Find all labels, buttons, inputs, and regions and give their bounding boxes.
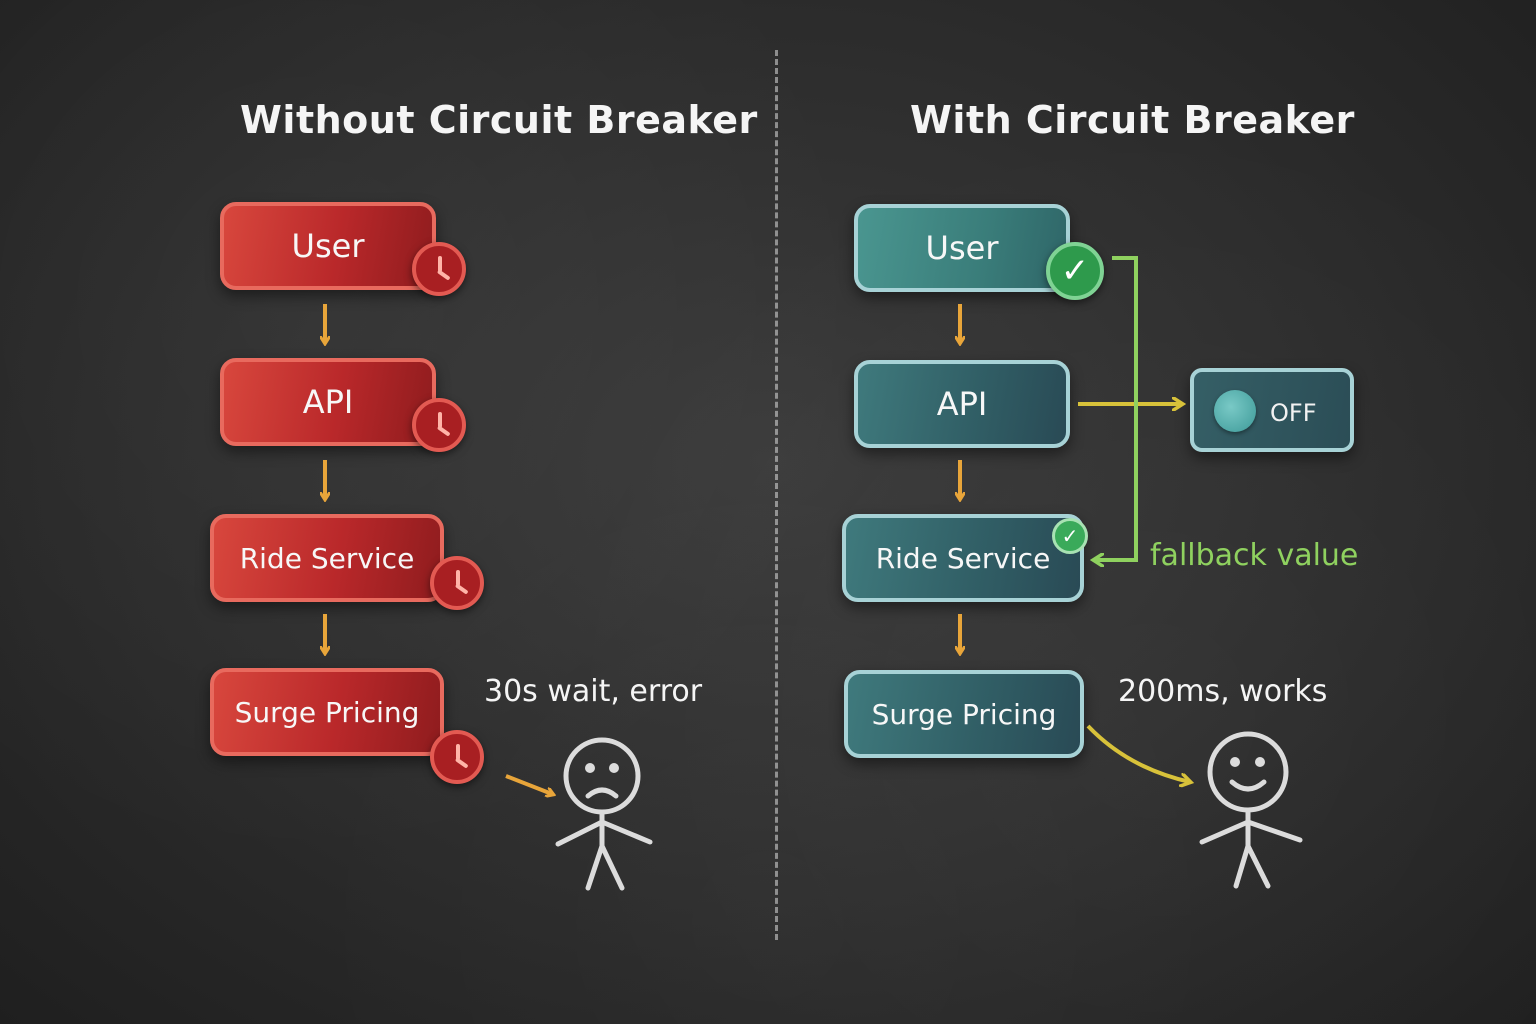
right-box-user-label: User — [925, 229, 999, 267]
right-arrow-to-user — [1086, 724, 1190, 782]
left-arrow-to-user — [505, 774, 552, 794]
right-box-ride-service-label: Ride Service — [875, 541, 1051, 575]
toggle-switch-icon — [1214, 390, 1256, 432]
left-box-surge-pricing-label: Surge Pricing — [234, 695, 420, 729]
panel-divider — [775, 50, 778, 940]
left-box-ride-service: Ride Service — [210, 514, 444, 602]
right-panel-title: With Circuit Breaker — [910, 98, 1355, 142]
right-box-surge-pricing-label: Surge Pricing — [871, 697, 1057, 731]
left-box-user-label: User — [291, 227, 365, 265]
clock-icon — [412, 242, 466, 296]
right-result-note: 200ms, works — [1118, 674, 1328, 709]
check-icon: ✓ — [1046, 242, 1104, 300]
fallback-bracket-arrow — [1094, 256, 1138, 560]
left-box-ride-service-label: Ride Service — [239, 541, 415, 575]
happy-stick-figure-icon — [1199, 731, 1303, 889]
switch-off-label: OFF — [1270, 399, 1317, 427]
left-box-user: User — [220, 202, 436, 290]
sad-stick-figure-icon — [555, 737, 653, 891]
check-icon: ✓ — [1052, 518, 1088, 554]
right-box-user: User — [854, 204, 1070, 292]
right-box-ride-service: Ride Service — [842, 514, 1084, 602]
clock-icon — [412, 398, 466, 452]
clock-icon — [430, 556, 484, 610]
right-box-api: API — [854, 360, 1070, 448]
fallback-value-label: fallback value — [1150, 538, 1359, 573]
right-box-surge-pricing: Surge Pricing — [844, 670, 1084, 758]
left-panel-title: Without Circuit Breaker — [240, 98, 758, 142]
right-box-api-label: API — [936, 385, 988, 423]
left-result-note: 30s wait, error — [484, 674, 703, 709]
circuit-breaker-switch[interactable]: OFF — [1190, 368, 1354, 452]
left-box-surge-pricing: Surge Pricing — [210, 668, 444, 756]
clock-icon — [430, 730, 484, 784]
left-box-api-label: API — [302, 383, 354, 421]
left-box-api: API — [220, 358, 436, 446]
